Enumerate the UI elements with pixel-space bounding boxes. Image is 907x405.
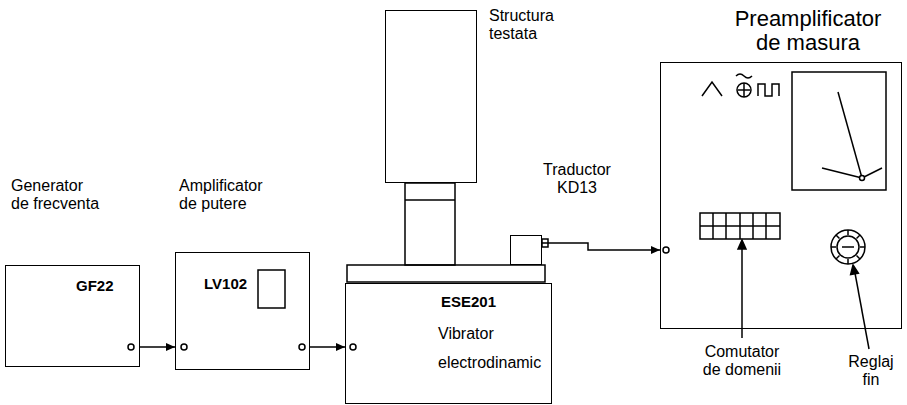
waveform-symbol [702, 74, 779, 97]
callout-label: Reglaj fin [845, 353, 897, 389]
arrow-head [651, 246, 660, 254]
fine-adjust-knob [831, 230, 865, 264]
device-heading: Amplificator de putere [179, 177, 271, 213]
device-name: Vibrator electrodinamic [438, 319, 546, 377]
callout-label: Comutator de domenii [697, 343, 787, 379]
arrow-head [336, 343, 345, 351]
arrow-head [166, 343, 175, 351]
device-name: ESE201 [441, 293, 496, 311]
output-socket [128, 344, 134, 350]
output-socket [299, 344, 305, 350]
device-box: ESE201Vibrator electrodinamic [345, 283, 552, 404]
device-heading: Traductor KD13 [538, 161, 616, 197]
leader-line [851, 265, 869, 349]
stem-joint [405, 199, 455, 201]
input-socket [181, 344, 187, 350]
shaker-table [347, 265, 545, 282]
device-box: Amplificator de putereLV102 [175, 252, 310, 370]
input-socket [663, 247, 669, 253]
signal-cable [542, 243, 660, 254]
signal-cable [310, 343, 345, 351]
signal-cable [140, 343, 175, 351]
device-box: Generator de frecventaGF22 [5, 265, 140, 367]
device-heading: Preamplificator de masura [723, 7, 893, 55]
analog-meter [792, 72, 886, 190]
device-box: Structura testata [385, 10, 477, 183]
range-switch [700, 213, 780, 239]
leader-line [738, 240, 746, 338]
device-heading: Structura testata [489, 7, 563, 43]
structure-stem [405, 183, 455, 265]
amplifier-display [258, 270, 285, 308]
device-box: Preamplificator de masura [660, 62, 902, 329]
cable-line [542, 243, 660, 250]
device-name: LV102 [204, 275, 247, 293]
device-name: GF22 [76, 277, 114, 295]
device-box: Traductor KD13 [510, 235, 542, 265]
device-heading: Generator de frecventa [11, 177, 102, 213]
input-socket [350, 344, 356, 350]
